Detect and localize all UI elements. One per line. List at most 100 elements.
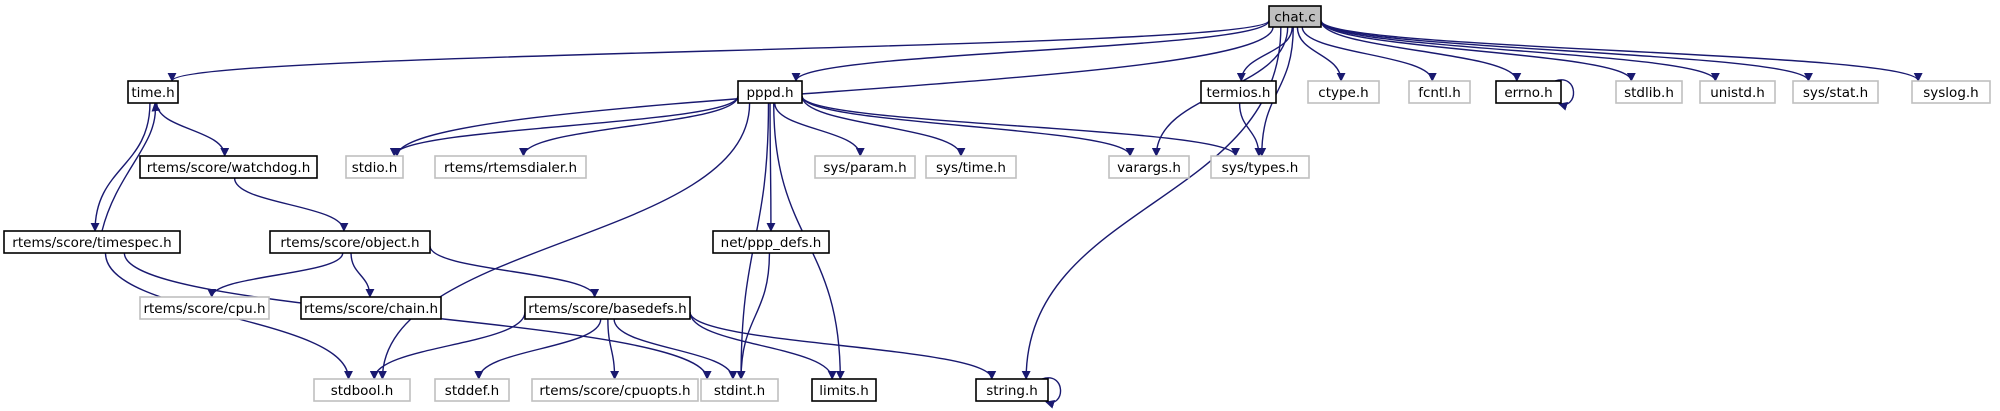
node-box[interactable] [811, 378, 877, 402]
node-watchdog-h[interactable]: rtems/score/watchdog.h [139, 155, 318, 179]
edge-chat-c-to-time-h [167, 19, 1270, 82]
edge-time-h-to-watchdog-h [156, 102, 230, 157]
node-chat-c[interactable]: chat.c [1268, 5, 1322, 28]
node-label: string.h [986, 383, 1038, 399]
node-sys-param-h: sys/param.h [814, 155, 916, 179]
node-box[interactable] [1268, 5, 1322, 28]
edge-basedefs-h-to-stdbool-h [369, 311, 526, 380]
node-time-h[interactable]: time.h [127, 80, 179, 104]
node-label: stddef.h [445, 383, 499, 399]
node-box[interactable] [3, 230, 181, 254]
node-box [1792, 80, 1879, 104]
node-cpuopts-h: rtems/score/cpuopts.h [531, 378, 699, 402]
node-box [434, 378, 510, 402]
node-string-h[interactable]: string.h [975, 378, 1049, 402]
node-box [700, 378, 779, 402]
node-label: stdlib.h [1624, 85, 1674, 101]
edge-chat-c-to-string-h [1021, 26, 1282, 380]
node-box [1307, 80, 1380, 104]
node-chain-h[interactable]: rtems/score/chain.h [300, 296, 442, 320]
node-label: net/ppp_defs.h [721, 235, 822, 251]
node-label: stdbool.h [331, 383, 394, 399]
edge-basedefs-h-to-limits-h [689, 311, 837, 380]
edge-pppd-h-to-stdio-h [389, 95, 739, 157]
node-label: errno.h [1504, 85, 1552, 101]
node-basedefs-h[interactable]: rtems/score/basedefs.h [524, 296, 691, 320]
node-label: time.h [131, 85, 174, 101]
edge-pppd-h-to-sys-time-h [801, 95, 966, 157]
node-box [814, 155, 916, 179]
node-box[interactable] [139, 155, 318, 179]
edge-ppp-defs-h-to-stdint-h [736, 252, 771, 380]
node-box[interactable] [127, 80, 179, 104]
node-termios-h[interactable]: termios.h [1200, 80, 1277, 104]
node-errno-h[interactable]: errno.h [1495, 80, 1562, 104]
node-label: chat.c [1274, 10, 1315, 26]
node-box [139, 296, 270, 320]
edge-errno-h-to-errno-h [1554, 79, 1575, 111]
edge-pppd-h-to-varargs-h [801, 95, 1135, 157]
edge-pppd-h-to-sys-types-h [801, 95, 1240, 157]
node-limits-h[interactable]: limits.h [811, 378, 877, 402]
node-label: sys/time.h [936, 160, 1006, 176]
node-sys-stat-h: sys/stat.h [1792, 80, 1879, 104]
node-label: unistd.h [1710, 85, 1765, 101]
node-stdio-h: stdio.h [345, 155, 404, 179]
node-label: rtems/score/watchdog.h [147, 160, 311, 176]
node-box [1210, 155, 1310, 179]
node-label: varargs.h [1117, 160, 1181, 176]
edge-chat-c-to-sys-types-h [1257, 26, 1294, 157]
node-unistd-h: unistd.h [1699, 80, 1776, 104]
node-label: fcntl.h [1418, 85, 1461, 101]
node-rtemsdialer-h: rtems/rtemsdialer.h [434, 155, 587, 179]
node-stddef-h: stddef.h [434, 378, 510, 402]
node-sys-time-h: sys/time.h [925, 155, 1017, 179]
node-label: sys/param.h [823, 160, 906, 176]
edge-termios-h-to-sys-types-h [1238, 102, 1264, 157]
edge-time-h-to-timespec-h [90, 102, 151, 232]
edge-object-h-to-chain-h [350, 252, 375, 298]
node-box[interactable] [269, 230, 431, 254]
node-ppp-defs-h[interactable]: net/ppp_defs.h [712, 230, 830, 254]
node-syslog-h: syslog.h [1911, 80, 1991, 104]
node-pppd-h[interactable]: pppd.h [737, 80, 803, 104]
node-box[interactable] [712, 230, 830, 254]
node-box[interactable] [737, 80, 803, 104]
edge-chat-c-to-pppd-h [791, 20, 1270, 82]
node-box[interactable] [975, 378, 1049, 402]
node-cpu-h: rtems/score/cpu.h [139, 296, 270, 320]
node-box [313, 378, 411, 402]
node-box[interactable] [1495, 80, 1562, 104]
node-object-h[interactable]: rtems/score/object.h [269, 230, 431, 254]
node-label: rtems/score/cpuopts.h [539, 383, 690, 399]
edge-basedefs-h-to-string-h [689, 311, 997, 380]
node-label: limits.h [819, 383, 869, 399]
edge-pppd-h-to-ppp-defs-h [766, 102, 776, 232]
node-fcntl-h: fcntl.h [1408, 80, 1471, 104]
node-box [345, 155, 404, 179]
edge-chat-c-to-unistd-h [1320, 20, 1720, 82]
edge-pppd-h-to-stdbool-h [377, 102, 751, 380]
node-stdint-h: stdint.h [700, 378, 779, 402]
edge-chat-c-to-errno-h [1320, 20, 1522, 82]
node-timespec-h[interactable]: rtems/score/timespec.h [3, 230, 181, 254]
node-label: ctype.h [1318, 85, 1368, 101]
node-label: syslog.h [1923, 85, 1978, 101]
node-box [1408, 80, 1471, 104]
edge-chat-c-to-stdio-h [392, 26, 1274, 157]
node-label: rtems/score/cpu.h [143, 301, 265, 317]
edge-timespec-h-to-time-h [101, 102, 161, 232]
edge-basedefs-h-to-stddef-h [474, 318, 602, 380]
node-box[interactable] [300, 296, 442, 320]
node-ctype-h: ctype.h [1307, 80, 1380, 104]
node-box[interactable] [524, 296, 691, 320]
node-label: sys/stat.h [1803, 85, 1868, 101]
node-box[interactable] [1200, 80, 1277, 104]
nodes-layer: chat.c time.h pppd.h termios.h ctype.h fcntl.… [3, 5, 1991, 402]
node-label: rtems/score/timespec.h [12, 235, 171, 251]
node-stdlib-h: stdlib.h [1615, 80, 1683, 104]
edge-object-h-to-basedefs-h [429, 245, 600, 298]
node-varargs-h: varargs.h [1108, 155, 1190, 179]
edges-layer [90, 19, 1923, 409]
edge-chat-c-to-ctype-h [1296, 26, 1346, 82]
